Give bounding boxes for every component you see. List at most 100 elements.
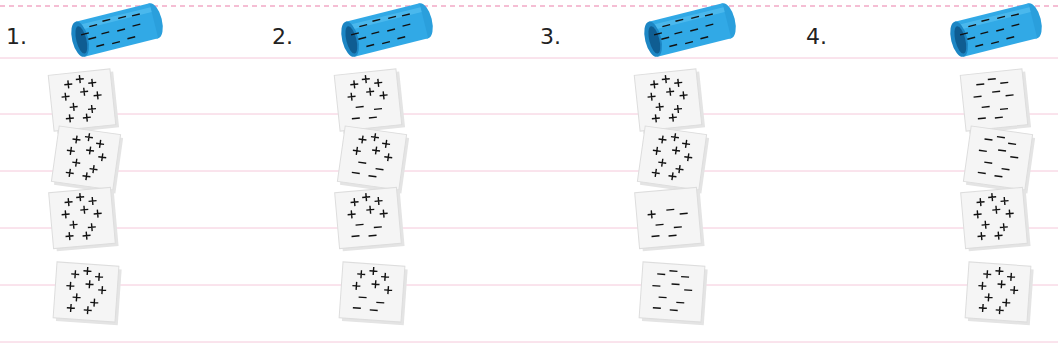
ruled-line	[0, 171, 1058, 172]
negative-charge	[997, 137, 1005, 138]
positive-charge	[72, 293, 81, 302]
negative-charge	[982, 106, 990, 108]
paper-piece	[635, 187, 705, 251]
positive-charge	[370, 133, 379, 142]
negative-charge	[995, 176, 1003, 177]
negative-charge	[358, 162, 366, 163]
paper-piece	[965, 262, 1034, 325]
negative-charge	[374, 226, 382, 228]
negative-charge	[680, 213, 688, 215]
positive-charge	[347, 92, 356, 101]
positive-charge	[374, 197, 383, 206]
positive-charge	[976, 198, 985, 207]
positive-charge	[64, 80, 73, 89]
negative-charge	[1006, 37, 1014, 39]
positive-charge	[83, 267, 92, 276]
negative-charge	[968, 25, 976, 27]
positive-charge	[978, 282, 987, 291]
positive-charge	[674, 78, 683, 87]
negative-charge	[372, 19, 380, 21]
positive-charge	[658, 135, 667, 144]
positive-charge	[647, 210, 656, 219]
positive-charge	[979, 304, 988, 313]
positive-charge	[93, 91, 102, 100]
negative-charge	[359, 25, 367, 27]
positive-charge	[357, 270, 366, 279]
positive-charge	[69, 103, 78, 112]
positive-charge	[995, 306, 1004, 315]
negative-charge	[369, 116, 377, 118]
positive-charge	[366, 205, 375, 214]
panel-number: 4.	[806, 26, 827, 48]
negative-charge	[353, 307, 361, 309]
positive-charge	[86, 146, 95, 155]
ruled-line	[0, 285, 1058, 286]
panel-number: 3.	[540, 26, 561, 48]
paper-piece	[335, 187, 405, 251]
negative-charge	[690, 29, 698, 31]
negative-charge	[102, 19, 110, 21]
positive-charge	[672, 146, 681, 155]
ruled-line	[0, 58, 1058, 59]
positive-charge	[973, 210, 982, 219]
positive-charge	[983, 270, 992, 279]
positive-charge	[358, 135, 367, 144]
positive-charge	[66, 146, 75, 155]
paper-piece	[334, 69, 405, 134]
negative-charge	[666, 209, 674, 211]
positive-charge	[65, 168, 74, 177]
positive-charge	[352, 282, 361, 291]
paper-piece	[339, 262, 408, 325]
negative-charge	[101, 32, 109, 34]
positive-charge	[88, 105, 97, 114]
negative-charge	[359, 296, 367, 298]
negative-charge	[653, 307, 661, 309]
positive-charge	[1002, 298, 1011, 307]
negative-charge	[960, 33, 968, 35]
positive-charge	[1005, 209, 1014, 218]
negative-charge	[670, 309, 678, 311]
negative-charge	[1006, 94, 1014, 96]
ruled-line	[0, 342, 1058, 343]
positive-charge	[350, 80, 359, 89]
positive-charge	[88, 197, 97, 206]
negative-charge	[662, 25, 670, 27]
negative-charge	[998, 150, 1006, 151]
negative-charge	[371, 32, 379, 34]
negative-charge	[88, 37, 96, 39]
negative-charge	[685, 42, 693, 44]
positive-charge	[658, 158, 667, 167]
positive-charge	[992, 205, 1001, 214]
positive-charge	[72, 158, 81, 167]
positive-charge	[670, 133, 679, 142]
positive-charge	[75, 75, 84, 84]
negative-charge	[657, 273, 665, 275]
negative-charge	[369, 235, 377, 237]
negative-charge	[978, 117, 986, 119]
positive-charge	[674, 105, 683, 114]
positive-charge	[374, 78, 383, 87]
negative-charge	[370, 309, 378, 311]
negative-charge	[356, 224, 364, 226]
positive-charge	[655, 103, 664, 112]
paper-piece	[963, 126, 1036, 193]
negative-charge	[992, 91, 1000, 93]
negative-charge	[995, 116, 1003, 118]
positive-charge	[67, 304, 76, 313]
negative-charge	[654, 33, 662, 35]
positive-charge	[64, 198, 73, 207]
negative-charge	[985, 139, 993, 140]
positive-charge	[90, 298, 99, 307]
negative-charge	[376, 169, 384, 170]
negative-charge	[978, 172, 986, 173]
panel-number: 1.	[6, 26, 27, 48]
charged-tube	[947, 1, 1045, 58]
negative-charge	[661, 37, 669, 39]
positive-charge	[682, 139, 691, 148]
paper-piece	[960, 69, 1031, 134]
positive-charge	[347, 210, 356, 219]
charged-tube	[68, 1, 166, 58]
ruled-line	[0, 228, 1058, 229]
